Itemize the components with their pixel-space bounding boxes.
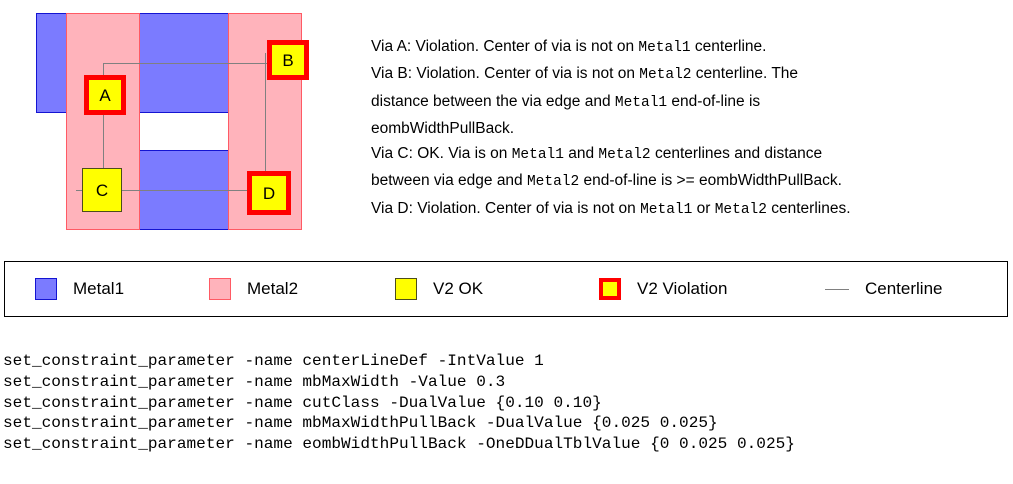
legend-item-v2vio: V2 Violation <box>599 262 727 316</box>
layer-name-token: Metal2 <box>714 201 767 218</box>
via-D-label: D <box>262 183 276 203</box>
rule-description-text: Via A: Violation. Center of via is not o… <box>371 34 1013 223</box>
via-D[interactable]: D <box>247 171 291 215</box>
description-text-run: centerline. The <box>691 65 799 83</box>
description-text-run: centerlines and distance <box>650 145 823 163</box>
v2-ok-swatch-icon <box>395 278 417 300</box>
code-line: set_constraint_parameter -name mbMaxWidt… <box>3 414 718 433</box>
centerline-swatch-icon <box>825 278 849 300</box>
legend-item-metal2: Metal2 <box>209 262 298 316</box>
description-text-run: end-of-line is <box>667 92 761 110</box>
legend-item-label: Centerline <box>865 279 943 298</box>
layer-name-token: Metal2 <box>526 174 580 191</box>
legend-item-label: V2 Violation <box>637 279 728 298</box>
legend-panel: Metal1 Metal2 V2 OK V2 Violation Centerline <box>4 261 1008 317</box>
code-line: set_constraint_parameter -name mbMaxWidt… <box>3 372 506 391</box>
metal1-swatch-icon <box>35 278 57 300</box>
via-B-label: B <box>282 50 294 70</box>
via-A-label: A <box>99 85 111 105</box>
description-text-run: between via edge and <box>371 172 527 190</box>
description-text-run: or <box>692 199 715 217</box>
metal2-swatch-icon <box>209 278 231 300</box>
description-line: Via A: Violation. Center of via is not o… <box>371 34 1013 61</box>
legend-item-metal1: Metal1 <box>35 262 124 316</box>
description-text-run: Via D: Violation. Center of via is not o… <box>371 199 641 217</box>
description-line: between via edge and Metal2 end-of-line … <box>371 168 1013 195</box>
via-C-label: C <box>95 180 109 200</box>
description-text-run: centerlines. <box>766 199 851 217</box>
legend-item-label: Metal1 <box>73 279 125 298</box>
description-text-run: eombWidthPullBack. <box>371 119 515 137</box>
description-line: Via B: Violation. Center of via is not o… <box>371 61 1013 88</box>
description-text-run: end-of-line is >= eombWidthPullBack. <box>579 172 842 190</box>
constraint-parameter-code-block: set_constraint_parameter -name centerLin… <box>3 351 1013 455</box>
v2-violation-swatch-icon <box>599 278 621 300</box>
centerline-metal2-right <box>265 53 266 190</box>
legend-item-line: Centerline <box>825 262 943 316</box>
layer-name-token: Metal1 <box>638 40 691 56</box>
layer-name-token: Metal2 <box>598 147 651 164</box>
layer-name-token: Metal2 <box>639 67 692 84</box>
description-text-run: Via A: Violation. Center of via is not o… <box>371 38 639 55</box>
via-B[interactable]: B <box>267 40 309 80</box>
legend-item-label: V2 OK <box>433 279 484 298</box>
description-line: eombWidthPullBack. <box>371 116 1013 141</box>
legend-item-label: Metal2 <box>247 279 299 298</box>
description-line: Via C: OK. Via is on Metal1 and Metal2 c… <box>371 141 1013 168</box>
description-text-run: centerline. <box>690 38 767 55</box>
via-A[interactable]: A <box>84 75 126 115</box>
code-line: set_constraint_parameter -name centerLin… <box>3 352 544 370</box>
layer-name-token: Metal1 <box>511 147 564 164</box>
top-area: A B C D Via A: Violation. Center of via … <box>36 13 1013 230</box>
description-text-run: Via B: Violation. Center of via is not o… <box>371 65 640 83</box>
via-C[interactable]: C <box>82 168 122 212</box>
code-line: set_constraint_parameter -name eombWidth… <box>3 435 795 454</box>
description-text-run: distance between the via edge and <box>371 92 615 110</box>
description-line: distance between the via edge and Metal1… <box>371 89 1013 116</box>
centerline-metal1-top <box>103 63 302 64</box>
description-line: Via D: Violation. Center of via is not o… <box>371 196 1013 223</box>
legend-item-v2ok: V2 OK <box>395 262 483 316</box>
description-text-run: and <box>563 145 599 163</box>
centerline-metal2-left <box>103 63 104 198</box>
layer-name-token: Metal1 <box>640 201 693 218</box>
via-layout-diagram: A B C D <box>36 13 309 230</box>
code-line: set_constraint_parameter -name cutClass … <box>3 393 602 412</box>
centerline-metal1-bottom <box>76 190 265 191</box>
layer-name-token: Metal1 <box>614 94 668 111</box>
description-text-run: Via C: OK. Via is on <box>371 145 512 163</box>
